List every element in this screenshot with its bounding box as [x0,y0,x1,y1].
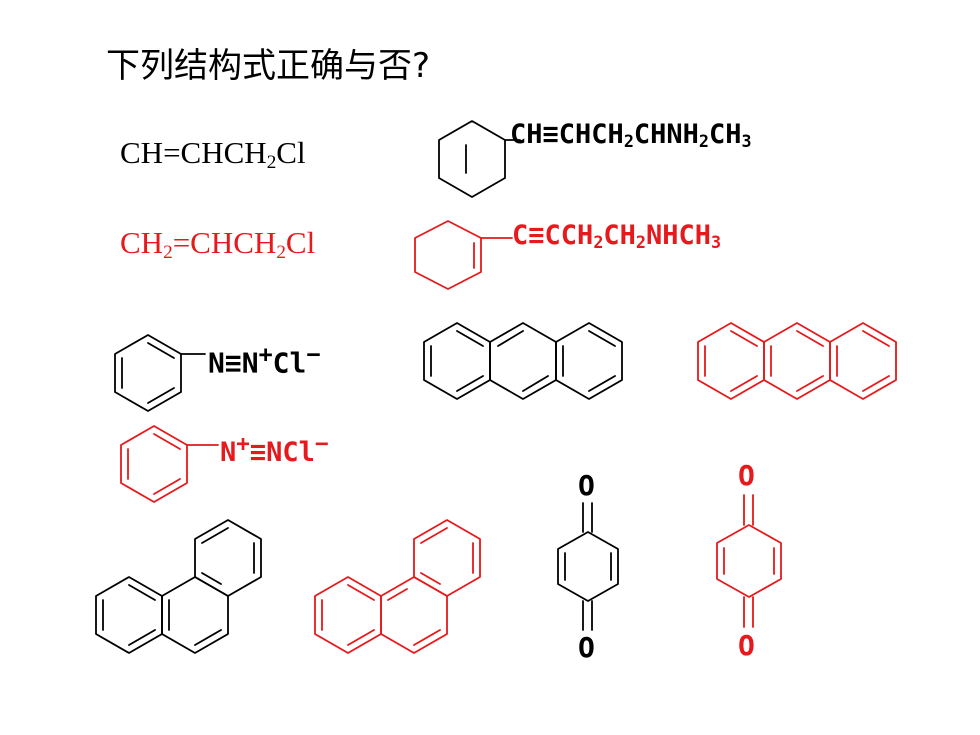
given-diazonium-label: N≡N+Cl− [208,340,321,380]
corrected-allyl-formula: CH2=CHCH2Cl [120,225,316,263]
corrected-quinone-top-o: O [738,459,755,492]
given-allyl-formula: CH=CHCH2Cl [120,135,306,173]
corrected-diazonium-label: N+≡NCl− [220,431,329,468]
given-alkyne-chain: CH≡CHCH2CHNH2CH3 [510,119,752,152]
slide-title: 下列结构式正确与否? [106,46,431,86]
corrected-quinone-bottom-o: O [738,629,755,662]
given-quinone-top-o: O [578,469,595,502]
corrected-alkyne-chain: C≡CCH2CH2NHCH3 [512,220,722,253]
given-quinone-bottom-o: O [578,631,595,664]
